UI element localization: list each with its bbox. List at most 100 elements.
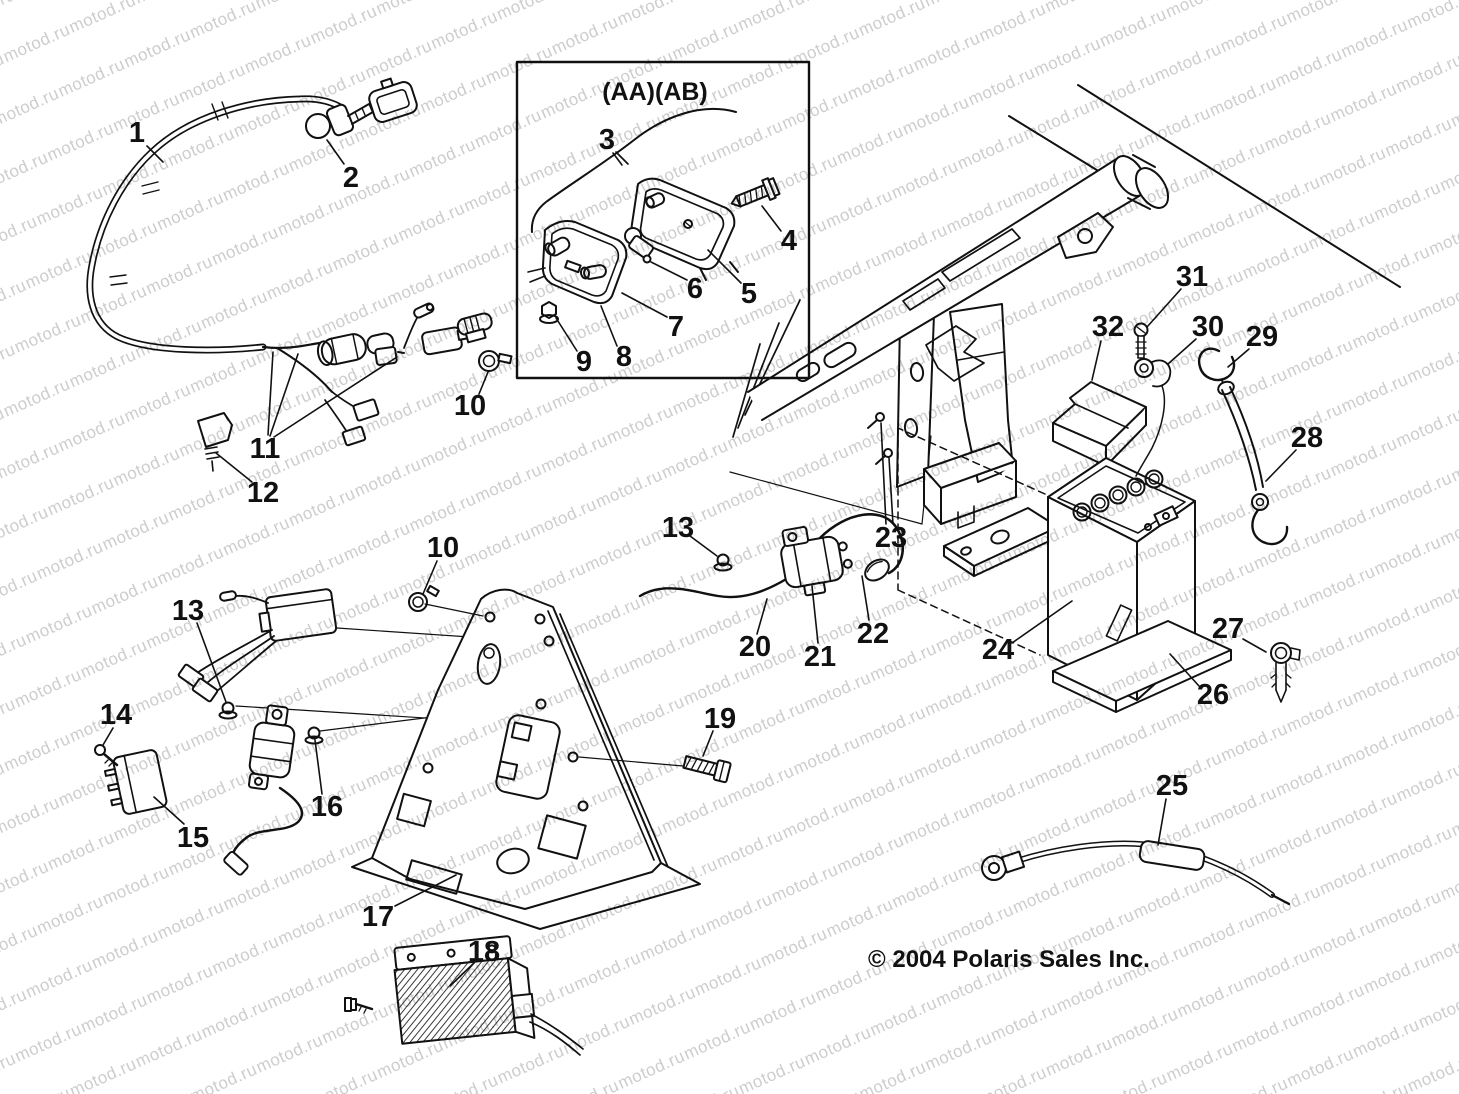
callout-label-17: 17	[362, 901, 394, 933]
callout-label-16: 16	[311, 791, 343, 823]
wire-clip-12	[197, 412, 233, 472]
callout-label-15: 15	[177, 822, 209, 854]
leader-line	[449, 962, 475, 987]
leader-line	[702, 730, 714, 757]
callout-label-20: 20	[739, 631, 771, 663]
callout-label-26: 26	[1197, 679, 1229, 711]
screw-14-lower	[344, 997, 374, 1014]
callout-label-14: 14	[100, 699, 132, 731]
harness-branches	[261, 302, 493, 447]
leader-line	[621, 292, 668, 318]
leader-line	[612, 152, 623, 166]
battery-box-tray	[867, 412, 1059, 577]
callout-label-1: 1	[129, 117, 145, 149]
callout-label-8: 8	[616, 341, 632, 373]
callout-label-10: 10	[454, 390, 486, 422]
callout-label-19: 19	[704, 703, 736, 735]
taillight-nut	[539, 301, 559, 324]
taillight-screw	[730, 177, 781, 208]
ground-cable	[981, 840, 1291, 906]
leader-line	[888, 457, 894, 525]
battery-cable-22	[818, 513, 905, 575]
taillight-bulb	[624, 227, 654, 264]
mount-nut-13-left	[218, 701, 238, 720]
callout-label-21: 21	[804, 641, 836, 673]
battery-strap-28	[1217, 380, 1289, 546]
leader-line	[811, 585, 819, 644]
callout-label-4: 4	[781, 225, 797, 257]
callout-label-5: 5	[741, 278, 757, 310]
leader-line	[1146, 288, 1182, 328]
assembly-line	[336, 627, 471, 638]
leader-line	[267, 351, 274, 436]
leader-line	[273, 356, 398, 438]
leader-line	[153, 796, 185, 825]
taillight-lens	[630, 177, 739, 281]
solenoid-wire-20	[638, 576, 790, 599]
battery-bracket-plates	[896, 303, 1014, 488]
leader-line	[478, 371, 489, 395]
leader-line	[756, 598, 768, 635]
ignition-coil	[223, 704, 304, 876]
leader-line	[314, 739, 323, 795]
battery-vent-30	[1134, 358, 1172, 477]
cable-clamp-lower	[408, 584, 440, 612]
mount-nut-13-right	[713, 553, 733, 572]
callout-label-27: 27	[1212, 613, 1244, 645]
panel-bolt-19	[578, 755, 732, 784]
callout-label-7: 7	[668, 311, 684, 343]
assembly-line	[424, 603, 484, 617]
leader-line	[600, 305, 618, 347]
cable-clamp-upper	[478, 350, 513, 372]
callout-label-22: 22	[857, 618, 889, 650]
callout-label-31: 31	[1176, 261, 1208, 293]
leader-line	[1242, 638, 1267, 653]
battery-pad-26	[1052, 620, 1232, 713]
copyright-text: © 2004 Polaris Sales Inc.	[868, 946, 1150, 973]
callout-label-24: 24	[982, 634, 1014, 666]
leader-line	[707, 249, 742, 284]
harness-connector-2	[305, 77, 418, 139]
bracket-screw	[875, 412, 885, 422]
screw-14-upper	[94, 744, 119, 767]
leader-line	[1169, 653, 1200, 687]
callout-label-28: 28	[1291, 422, 1323, 454]
inset-title: (AA)(AB)	[602, 78, 708, 106]
frame-rear-tubes	[729, 84, 1401, 525]
starter-solenoid	[638, 513, 905, 599]
leader-line	[269, 353, 299, 437]
flasher-relay	[103, 749, 168, 815]
leader-line	[326, 139, 345, 165]
callout-label-12: 12	[247, 477, 279, 509]
leader-line	[1091, 340, 1102, 381]
inset-box	[515, 60, 811, 380]
callout-label-10: 10	[427, 532, 459, 564]
taillight-wire	[530, 108, 737, 233]
callout-label-23: 23	[875, 522, 907, 554]
electrical-panel	[351, 588, 701, 930]
leader-line	[394, 874, 457, 907]
leader-line	[1167, 338, 1197, 365]
bracket-screw	[883, 448, 893, 458]
leader-line	[689, 535, 718, 557]
leader-line	[1157, 798, 1167, 846]
leader-line	[761, 205, 782, 232]
battery-bolt-31	[1133, 322, 1149, 359]
callout-label-2: 2	[343, 162, 359, 194]
callout-label-30: 30	[1192, 311, 1224, 343]
push-fastener-27	[1270, 642, 1301, 703]
leader-line	[146, 145, 164, 163]
leader-line	[422, 560, 438, 595]
callout-label-9: 9	[576, 346, 592, 378]
frame-boom-tube	[747, 154, 1170, 421]
callout-label-32: 32	[1092, 311, 1124, 343]
leader-line	[1265, 449, 1297, 482]
cdi-unit	[177, 588, 338, 703]
callout-label-3: 3	[599, 124, 615, 156]
callout-label-13: 13	[662, 512, 694, 544]
callout-label-6: 6	[687, 273, 703, 305]
leader-line	[1011, 600, 1073, 644]
leader-line	[861, 575, 870, 621]
coil-nut-16	[304, 726, 324, 745]
